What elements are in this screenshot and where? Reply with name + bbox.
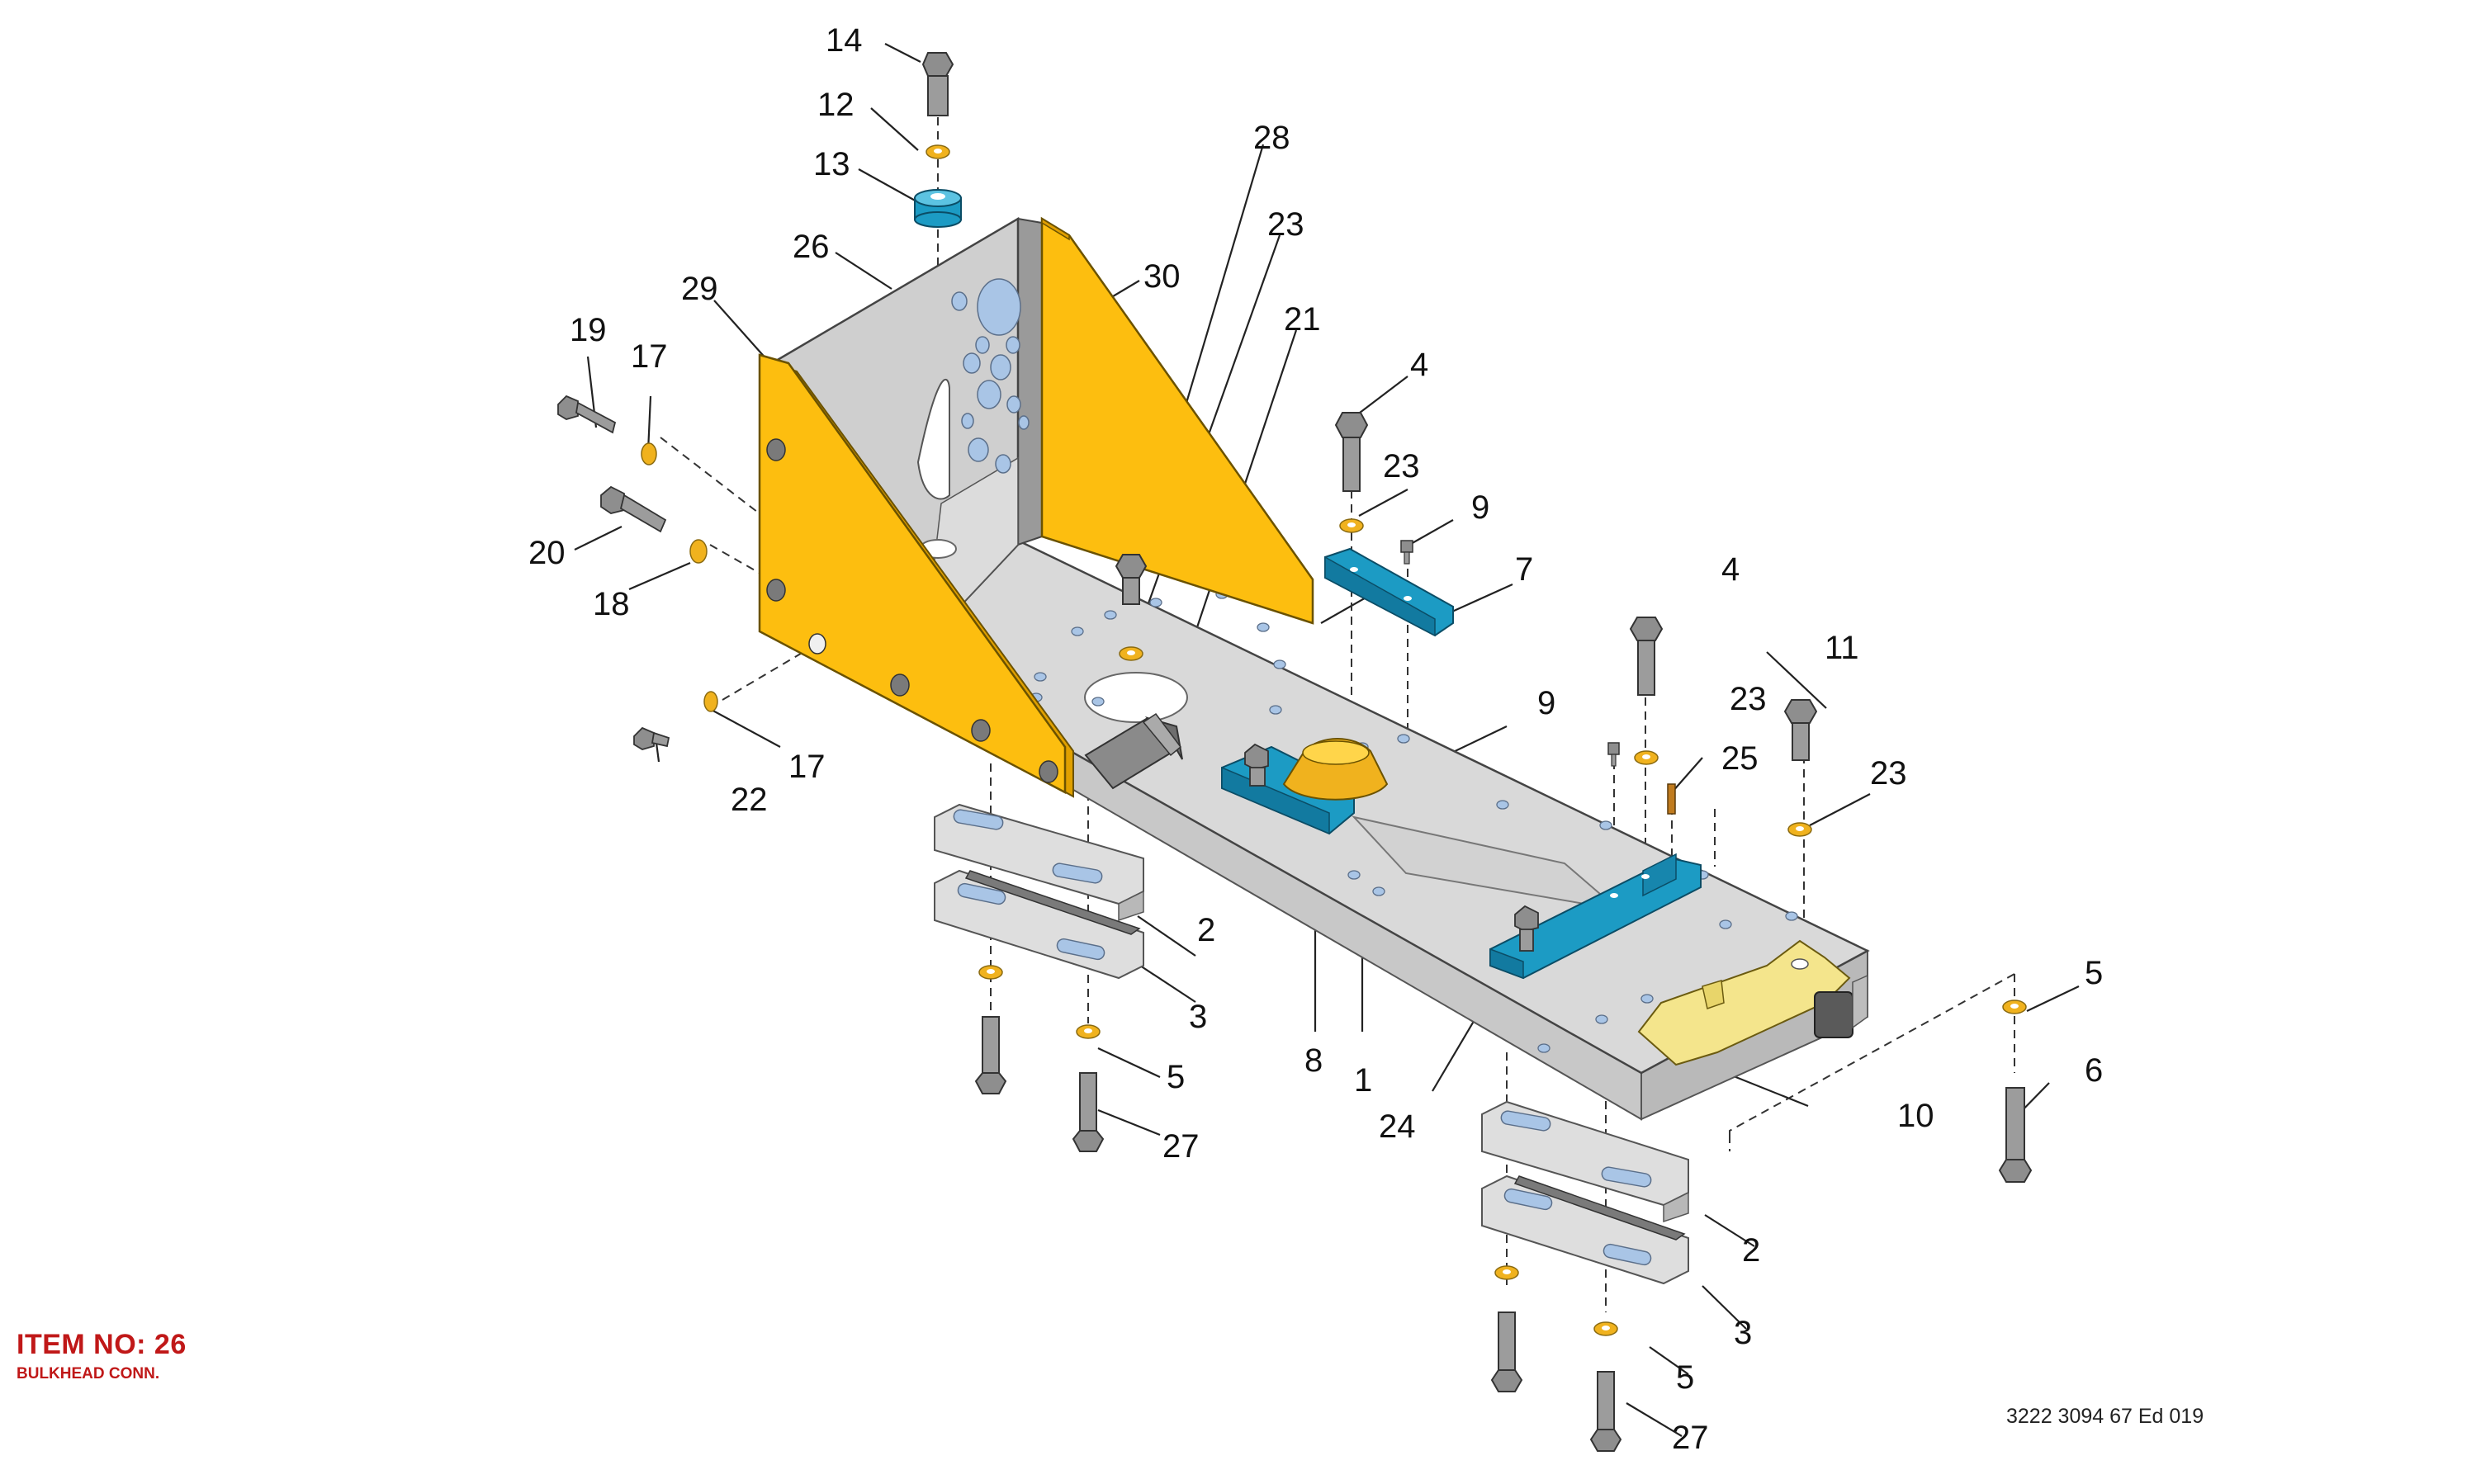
slide-rails-right — [1481, 1100, 1689, 1285]
callout-20: 20 — [528, 535, 566, 571]
bolt-20 — [600, 485, 667, 533]
callout-23-b: 23 — [1383, 448, 1420, 484]
washer-23-b — [1339, 518, 1364, 533]
callout-11: 11 — [1825, 630, 1859, 666]
screw-9-upper — [1400, 540, 1413, 565]
washer-5-a — [978, 965, 1003, 980]
washer-5-e — [2002, 1000, 2027, 1014]
top-bolt — [921, 52, 954, 116]
callout-2-right: 2 — [1742, 1232, 1760, 1269]
clamp-10 — [1637, 939, 1868, 1066]
callout-2-left: 2 — [1197, 912, 1215, 948]
bolt-22 — [633, 726, 670, 750]
right-side-frame — [1040, 216, 1314, 625]
callout-9-lower: 9 — [1537, 685, 1555, 721]
callout-4-upper: 4 — [1410, 347, 1428, 383]
callout-29: 29 — [681, 271, 718, 307]
bolt-19 — [557, 395, 617, 434]
callout-19: 19 — [570, 312, 607, 348]
item-description: BULKHEAD CONN. — [17, 1365, 160, 1382]
callout-23-top: 23 — [1267, 206, 1304, 243]
callout-23-d: 23 — [1870, 755, 1907, 792]
callout-27-right: 27 — [1672, 1420, 1709, 1456]
callout-5-right: 5 — [2085, 955, 2103, 991]
bottom-bolts — [974, 1016, 2033, 1452]
callout-6: 6 — [2085, 1052, 2103, 1089]
callout-10: 10 — [1897, 1098, 1934, 1134]
callout-18: 18 — [593, 586, 630, 622]
side-washers — [641, 442, 718, 712]
bracket-21 — [1084, 712, 1183, 790]
screw-9-lower — [1607, 742, 1620, 767]
bolt-11 — [1783, 699, 1818, 761]
callout-1: 1 — [1354, 1062, 1372, 1099]
blue-bar-24 — [1489, 853, 1702, 980]
document-reference: 3222 3094 67 Ed 019 — [2006, 1405, 2204, 1428]
callout-5-left: 5 — [1167, 1059, 1185, 1095]
callout-7: 7 — [1515, 551, 1533, 588]
bolt-4-lower — [1629, 617, 1664, 696]
washer-5-c — [1494, 1265, 1519, 1280]
base-plate — [923, 502, 1870, 1121]
slide-rails-left — [934, 803, 1144, 980]
pin-25 — [1667, 783, 1676, 815]
callout-28: 28 — [1253, 120, 1290, 156]
callout-8: 8 — [1304, 1042, 1323, 1079]
callout-24: 24 — [1379, 1108, 1416, 1145]
washer-23-d — [1787, 822, 1812, 837]
rubber-mount — [914, 189, 962, 228]
mount-plate-8 — [1221, 738, 1389, 835]
item-number-title: ITEM NO: 26 — [17, 1329, 187, 1360]
callout-3-left: 3 — [1189, 999, 1207, 1035]
callout-26: 26 — [793, 229, 830, 265]
left-side-frame — [758, 353, 1074, 798]
callout-9-upper: 9 — [1471, 489, 1489, 526]
leader-lines — [574, 43, 2080, 1437]
washer-5-d — [1593, 1321, 1618, 1336]
callout-labels: 14 12 13 26 29 30 28 23 21 19 17 20 18 1… — [528, 22, 2103, 1456]
callout-30: 30 — [1143, 258, 1181, 295]
bolt-4-upper — [1334, 412, 1369, 492]
callout-27-left: 27 — [1162, 1128, 1200, 1165]
blue-bar-7 — [1324, 547, 1454, 637]
callout-17-upper: 17 — [631, 338, 668, 375]
callout-23-c: 23 — [1730, 681, 1767, 717]
callout-14: 14 — [826, 22, 863, 59]
callout-5-lower: 5 — [1676, 1359, 1694, 1396]
washer-5-b — [1076, 1024, 1101, 1039]
callout-3-right: 3 — [1734, 1315, 1752, 1351]
callout-25: 25 — [1721, 740, 1759, 777]
bolt-28 — [1115, 554, 1148, 605]
washer-23-a — [1119, 646, 1143, 661]
washer-23-c — [1634, 750, 1659, 765]
callout-4-lower: 4 — [1721, 551, 1740, 588]
callout-22: 22 — [731, 782, 768, 818]
callout-21: 21 — [1284, 301, 1321, 338]
top-washer — [926, 144, 950, 159]
callout-12: 12 — [817, 87, 855, 123]
callout-17-lower: 17 — [788, 749, 826, 785]
callout-13: 13 — [813, 146, 850, 182]
